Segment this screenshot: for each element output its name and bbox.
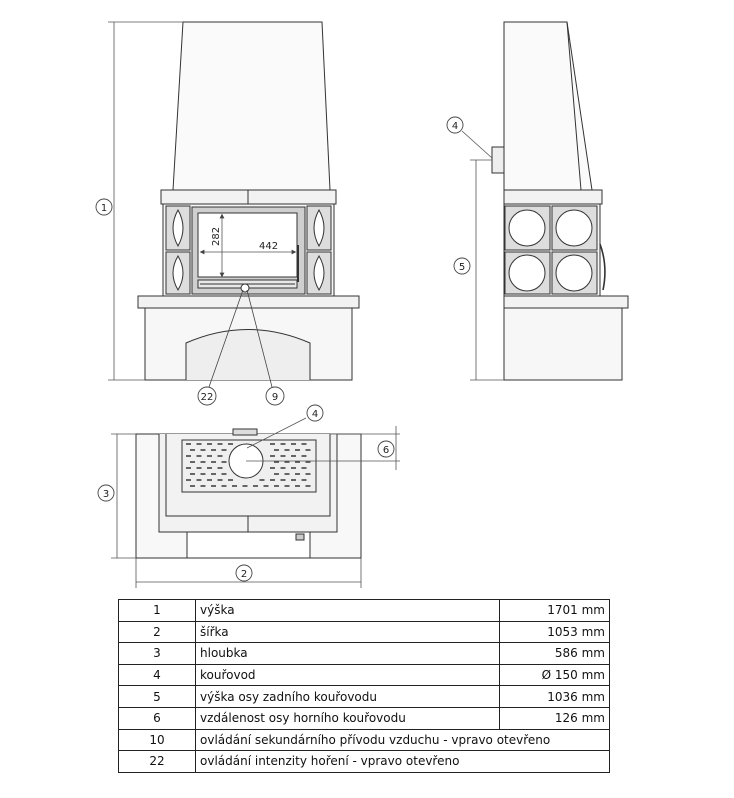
spec-number: 5: [118, 685, 196, 708]
spec-value: 1036 mm: [499, 685, 610, 708]
spec-number: 4: [118, 663, 196, 687]
door-width-label: 442: [259, 241, 278, 252]
dimension-line-depth: [111, 433, 136, 559]
spec-label: ovládání intenzity hoření - vpravo otevř…: [195, 750, 610, 773]
callout-1: 1: [95, 198, 113, 216]
dimension-line-height: [108, 21, 183, 381]
door-dimensions: [199, 213, 297, 278]
spec-label: výška: [195, 599, 500, 622]
svg-text:9: 9: [272, 392, 278, 403]
callout-4-top: 4: [306, 404, 324, 422]
side-view: [491, 21, 629, 381]
spec-number: 6: [118, 706, 196, 730]
spec-label: výška osy zadního kouřovodu: [195, 685, 500, 708]
spec-number: 10: [118, 728, 196, 752]
callout-leaders-front: [208, 289, 273, 388]
stove-technical-drawing: 282 442 1 22 9: [95, 21, 629, 588]
spec-number: 1: [118, 599, 196, 622]
svg-text:3: 3: [103, 489, 109, 500]
callout-9: 9: [265, 386, 285, 406]
top-view: [135, 428, 362, 559]
spec-number: 2: [118, 620, 196, 644]
callout-22: 22: [197, 386, 217, 406]
dimension-line-width: [135, 558, 362, 588]
dimension-line-rear-flue: [461, 130, 504, 381]
callout-2: 2: [235, 564, 253, 582]
spec-label: hloubka: [195, 642, 500, 665]
dimension-line-top-flue: [246, 417, 400, 470]
svg-text:6: 6: [383, 445, 389, 456]
door-height-label: 282: [211, 227, 222, 246]
callout-4-side: 4: [446, 116, 464, 134]
svg-text:1: 1: [101, 203, 107, 214]
spec-number: 3: [118, 642, 196, 665]
svg-text:4: 4: [452, 121, 458, 132]
svg-text:4: 4: [312, 409, 318, 420]
spec-label: šířka: [195, 620, 500, 644]
callout-6: 6: [377, 440, 395, 458]
spec-label: vzdálenost osy horního kouřovodu: [195, 706, 500, 730]
svg-text:22: 22: [201, 392, 214, 403]
front-view: [137, 21, 360, 381]
svg-text:5: 5: [459, 262, 465, 273]
spec-number: 22: [118, 750, 196, 773]
spec-value: Ø 150 mm: [499, 663, 610, 687]
spec-value: 586 mm: [499, 642, 610, 665]
callout-5: 5: [453, 257, 471, 275]
spec-label: ovládání sekundárního přívodu vzduchu - …: [195, 728, 610, 752]
perforation-pattern: [186, 443, 311, 487]
spec-value: 126 mm: [499, 706, 610, 730]
callout-3: 3: [97, 484, 115, 502]
spec-label: kouřovod: [195, 663, 500, 687]
svg-text:2: 2: [241, 569, 247, 580]
spec-value: 1053 mm: [499, 620, 610, 644]
spec-value: 1701 mm: [499, 599, 610, 622]
